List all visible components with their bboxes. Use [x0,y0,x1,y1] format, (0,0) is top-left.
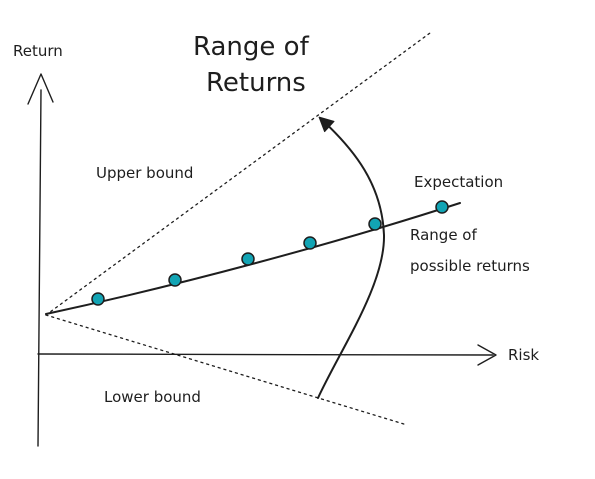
y-axis-arrowhead [27,73,54,105]
lower-bound-line [45,314,408,426]
expectation-point-5 [368,217,382,231]
y-axis-label: Return [13,42,63,60]
expectation-point-4 [303,236,317,250]
x-axis-arrowhead [477,344,497,366]
range-label-line-2: possible returns [410,257,530,275]
x-axis [37,353,494,356]
x-axis-label: Risk [508,346,539,364]
expectation-point-6 [435,200,449,214]
y-axis [37,89,42,447]
expectation-point-3 [241,252,255,266]
range-arrow [317,116,386,399]
title-line-1: Range of [193,32,310,62]
expectation-point-2 [168,273,182,287]
upper-bound-line [45,32,431,316]
expectation-label: Expectation [414,173,503,191]
expectation-point-1 [91,292,105,306]
title-line-2: Returns [206,68,306,98]
lower-bound-label: Lower bound [104,388,201,406]
range-label-line-1: Range of [410,226,477,244]
upper-bound-label: Upper bound [96,164,193,182]
